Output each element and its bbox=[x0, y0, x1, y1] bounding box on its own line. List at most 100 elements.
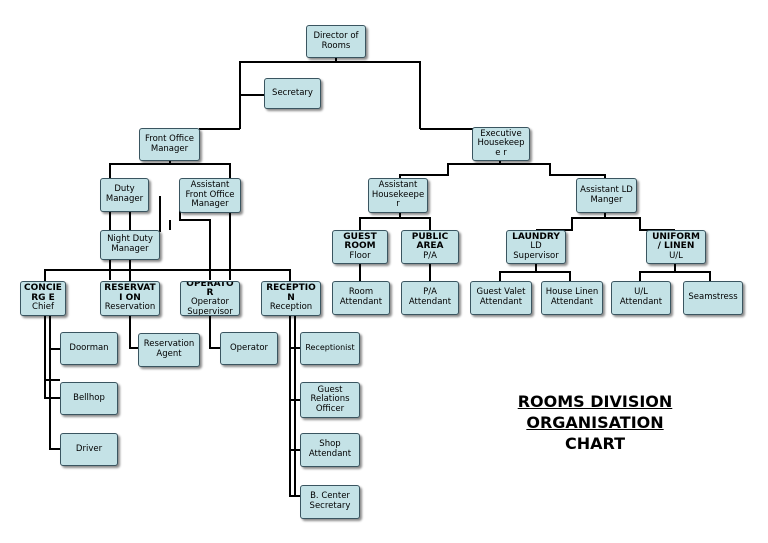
node-subtitle: U/L bbox=[669, 250, 683, 261]
node-title: OPERATOR bbox=[186, 281, 234, 298]
node-title: LAUNDRY bbox=[512, 231, 560, 242]
chart-title-line-2: ORGANISATION bbox=[526, 412, 664, 432]
node-label: U/L Attendant bbox=[619, 287, 663, 307]
node-bellhop: Bellhop bbox=[60, 382, 118, 415]
chart-title-line-1: ROOMS DIVISION bbox=[517, 392, 673, 411]
node-label: Driver bbox=[75, 443, 103, 454]
node-label: Doorman bbox=[69, 342, 109, 353]
node-title: CONCIERG E bbox=[24, 283, 62, 303]
node-public-area: PUBLIC AREA P/A bbox=[401, 230, 459, 264]
connector bbox=[109, 160, 171, 178]
node-label: Front Office Manager bbox=[144, 133, 194, 154]
node-operator: OPERATOR Operator Supervisor bbox=[180, 281, 240, 316]
node-label: Secretary bbox=[272, 87, 313, 98]
node-subtitle: P/A bbox=[423, 250, 437, 261]
node-label: Assistant LD Manger bbox=[580, 184, 633, 205]
node-label: Shop Attendant bbox=[308, 439, 352, 459]
chart-title: ROOMS DIVISION ORGANISATION CHART bbox=[500, 392, 690, 454]
node-label: Director of Rooms bbox=[313, 30, 359, 51]
node-guest-room: GUEST ROOM Floor bbox=[332, 230, 388, 264]
chart-title-line-3: CHART bbox=[564, 433, 626, 453]
connector bbox=[605, 217, 675, 231]
connector bbox=[199, 128, 240, 130]
node-title: RECEPTIO N bbox=[266, 283, 316, 303]
connector bbox=[49, 349, 60, 450]
node-label: Operator bbox=[229, 342, 269, 353]
connector bbox=[44, 380, 60, 399]
connector bbox=[336, 61, 421, 129]
node-guest-relations-officer: Guest Relations Officer bbox=[300, 382, 360, 418]
node-concierge: CONCIERG E Chief bbox=[20, 281, 66, 316]
connector bbox=[400, 217, 431, 230]
connector bbox=[499, 264, 537, 281]
node-doorman: Doorman bbox=[60, 332, 118, 365]
node-label: Room Attendant bbox=[339, 287, 383, 307]
node-b-center-secretary: B. Center Secretary bbox=[300, 485, 360, 519]
node-front-office-manager: Front Office Manager bbox=[139, 128, 200, 161]
node-label: P/A Attendant bbox=[408, 287, 452, 307]
node-label: Guest Valet Attendant bbox=[476, 287, 526, 307]
node-label: Assistant Housekeepe r bbox=[371, 180, 425, 210]
node-label: Executive Housekeepe r bbox=[477, 128, 525, 158]
node-title: PUBLIC AREA bbox=[411, 231, 449, 252]
node-assistant-front-office-manager: Assistant Front Office Manager bbox=[179, 178, 241, 213]
node-ul-attendant: U/L Attendant bbox=[611, 281, 671, 315]
connector bbox=[536, 271, 571, 281]
node-label: Reservation Agent bbox=[143, 339, 195, 359]
node-label: Assistant Front Office Manager bbox=[185, 180, 235, 210]
connector bbox=[536, 213, 606, 231]
node-duty-manager: Duty Manager bbox=[100, 178, 149, 212]
node-laundry: LAUNDRY LD Supervisor bbox=[506, 230, 566, 264]
node-subtitle: Reception bbox=[269, 302, 313, 313]
node-receptionist: Receptionist bbox=[300, 332, 360, 365]
node-secretary: Secretary bbox=[264, 78, 321, 109]
node-guest-valet-attendant: Guest Valet Attendant bbox=[470, 281, 532, 315]
node-label: Seamstress bbox=[688, 292, 738, 303]
node-uniform-linen: UNIFORM / LINEN U/L bbox=[646, 230, 706, 264]
node-title: RESERVATI ON bbox=[104, 283, 156, 303]
connector bbox=[675, 271, 711, 281]
node-label: B. Center Secretary bbox=[309, 491, 351, 511]
node-house-linen-attendant: House Linen Attendant bbox=[541, 281, 603, 315]
node-driver: Driver bbox=[60, 433, 118, 466]
node-title: UNIFORM / LINEN bbox=[652, 231, 700, 252]
node-shop-attendant: Shop Attendant bbox=[300, 433, 360, 467]
node-label: Receptionist bbox=[305, 343, 355, 353]
connector bbox=[639, 264, 676, 281]
connector bbox=[399, 160, 501, 178]
connector bbox=[239, 62, 264, 96]
node-title: GUEST ROOM bbox=[343, 231, 377, 252]
node-room-attendant: Room Attendant bbox=[332, 281, 390, 315]
node-pa-attendant: P/A Attendant bbox=[401, 281, 459, 315]
node-subtitle: Floor bbox=[349, 250, 371, 261]
node-seamstress: Seamstress bbox=[683, 281, 743, 315]
connector bbox=[44, 258, 131, 281]
node-assistant-housekeeper: Assistant Housekeepe r bbox=[368, 178, 428, 213]
connector bbox=[289, 316, 300, 497]
node-reception: RECEPTIO N Reception bbox=[261, 281, 321, 316]
connector bbox=[209, 316, 220, 349]
node-label: Bellhop bbox=[73, 392, 105, 403]
node-executive-housekeeper: Executive Housekeepe r bbox=[472, 127, 530, 161]
node-reservation-agent: Reservation Agent bbox=[138, 333, 200, 367]
node-night-duty-manager: Night Duty Manager bbox=[100, 230, 160, 260]
node-label: House Linen Attendant bbox=[545, 287, 599, 307]
connector bbox=[359, 213, 401, 230]
node-subtitle: Reservation bbox=[104, 302, 156, 313]
node-director-of-rooms: Director of Rooms bbox=[306, 25, 366, 58]
node-operator-staff: Operator bbox=[220, 332, 278, 365]
connector bbox=[500, 163, 606, 178]
connector bbox=[129, 316, 138, 349]
connector bbox=[130, 269, 291, 281]
node-reservation: RESERVATI ON Reservation bbox=[100, 281, 160, 316]
node-label: Duty Manager bbox=[105, 184, 144, 204]
node-label: Guest Relations Officer bbox=[310, 384, 350, 414]
node-subtitle: LD Supervisor bbox=[513, 241, 559, 261]
node-subtitle: Chief bbox=[32, 302, 54, 313]
connector bbox=[170, 163, 231, 178]
connector bbox=[49, 316, 60, 350]
node-assistant-ld-manager: Assistant LD Manger bbox=[576, 178, 637, 213]
node-subtitle: Operator Supervisor bbox=[187, 297, 233, 316]
node-label: Night Duty Manager bbox=[107, 234, 153, 254]
